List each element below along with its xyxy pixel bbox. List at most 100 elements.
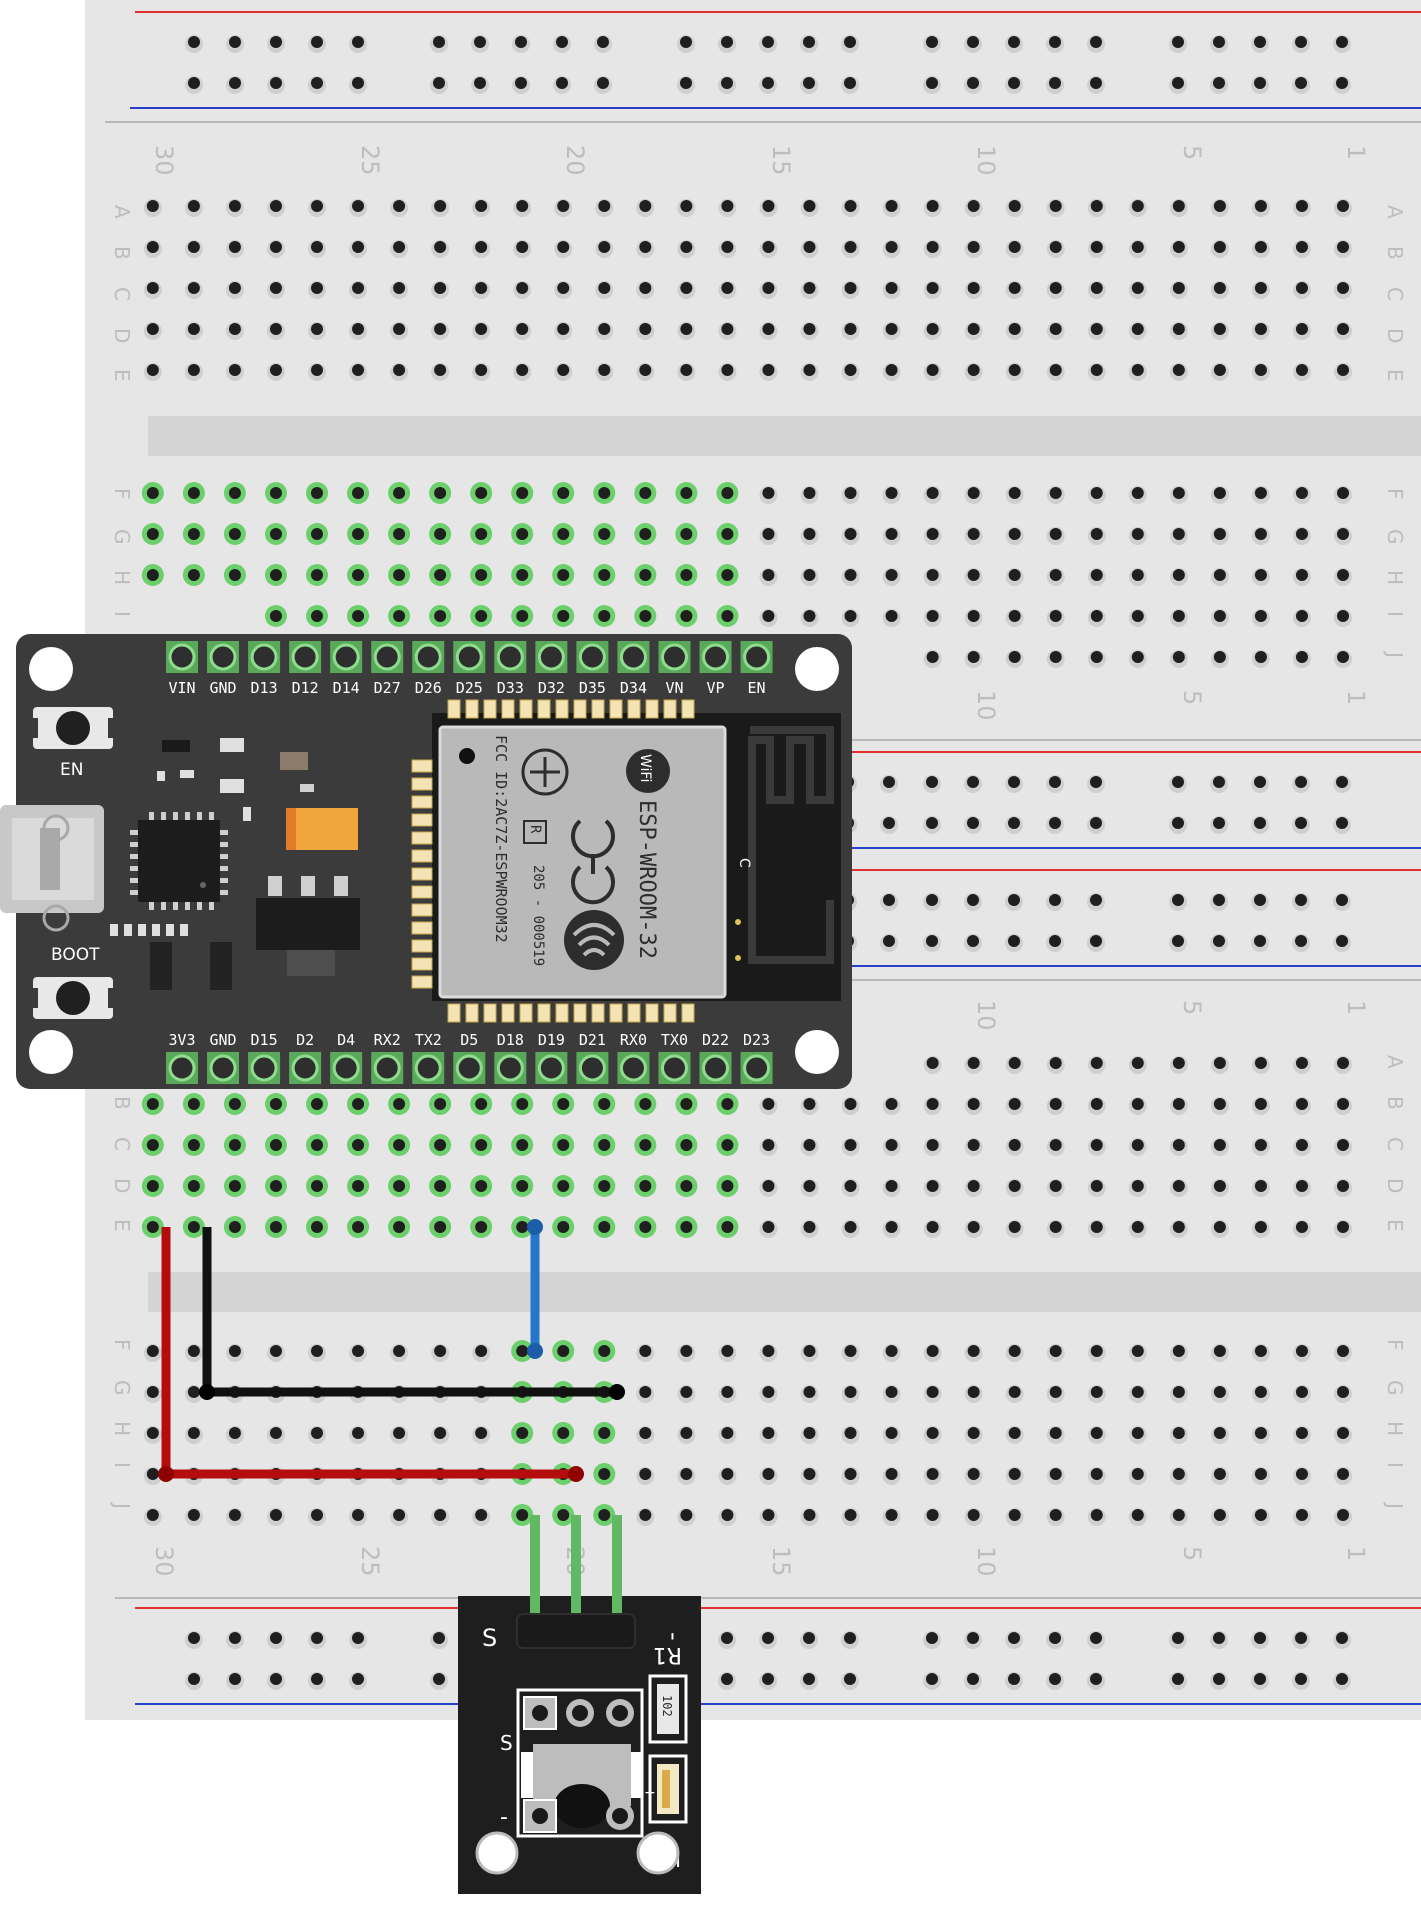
rail-hole[interactable] — [1169, 934, 1187, 952]
rail-hole[interactable] — [1292, 76, 1310, 94]
hole-lower-a-e[interactable] — [429, 1175, 452, 1197]
hole-lower-a-e[interactable] — [141, 1134, 164, 1156]
hole-lower-f-j[interactable] — [1210, 1508, 1229, 1526]
hole-upper-a-e[interactable] — [718, 281, 737, 299]
hole-upper-a-e[interactable] — [225, 199, 244, 217]
hole-lower-a-e[interactable] — [347, 1093, 370, 1115]
hole-upper-a-e[interactable] — [1292, 281, 1311, 299]
hole-lower-a-e[interactable] — [634, 1216, 657, 1238]
hole-upper-f-j[interactable] — [593, 605, 616, 627]
hole-upper-f-j[interactable] — [511, 605, 534, 627]
hole-lower-f-j[interactable] — [266, 1426, 285, 1444]
hole-upper-f-j[interactable] — [306, 482, 328, 504]
hole-upper-a-e[interactable] — [1210, 240, 1229, 258]
hole-upper-a-e[interactable] — [1087, 199, 1106, 217]
hole-upper-f-j[interactable] — [923, 568, 942, 586]
hole-lower-a-e[interactable] — [1334, 1097, 1352, 1115]
hole-lower-f-j[interactable] — [1005, 1385, 1024, 1403]
hole-upper-f-j[interactable] — [1169, 568, 1188, 586]
rail-hole[interactable] — [964, 816, 982, 834]
rail-hole[interactable] — [1210, 1631, 1228, 1649]
hole-upper-f-j[interactable] — [675, 605, 698, 627]
hole-lower-f-j[interactable] — [225, 1426, 244, 1444]
hole-upper-f-j[interactable] — [141, 564, 164, 586]
hole-upper-f-j[interactable] — [552, 482, 575, 504]
hole-upper-f-j[interactable] — [1210, 568, 1229, 586]
header-pin[interactable] — [166, 641, 198, 673]
hole-lower-f-j[interactable] — [266, 1344, 285, 1362]
hole-lower-f-j[interactable] — [1087, 1467, 1106, 1485]
hole-upper-a-e[interactable] — [1251, 363, 1270, 381]
hole-upper-a-e[interactable] — [759, 199, 778, 217]
hole-lower-a-e[interactable] — [141, 1093, 164, 1115]
hole-upper-f-j[interactable] — [388, 605, 411, 627]
hole-lower-f-j[interactable] — [472, 1508, 491, 1526]
hole-upper-a-e[interactable] — [677, 240, 696, 258]
hole-upper-f-j[interactable] — [1334, 527, 1352, 545]
hole-lower-a-e[interactable] — [759, 1097, 778, 1115]
rail-hole[interactable] — [349, 1631, 367, 1649]
hole-upper-a-e[interactable] — [143, 240, 162, 258]
hole-upper-f-j[interactable] — [593, 564, 616, 586]
hole-lower-f-j[interactable] — [1046, 1467, 1065, 1485]
hole-lower-a-e[interactable] — [1005, 1220, 1024, 1238]
hole-lower-f-j[interactable] — [1251, 1508, 1270, 1526]
hole-lower-a-e[interactable] — [964, 1220, 983, 1238]
hole-upper-a-e[interactable] — [841, 281, 860, 299]
hole-lower-a-e[interactable] — [264, 1134, 287, 1156]
hole-lower-f-j[interactable] — [923, 1508, 942, 1526]
hole-upper-a-e[interactable] — [184, 363, 203, 381]
rail-hole[interactable] — [471, 35, 489, 53]
hole-lower-a-e[interactable] — [675, 1216, 698, 1238]
hole-lower-a-e[interactable] — [1005, 1138, 1024, 1156]
hole-upper-f-j[interactable] — [1005, 650, 1024, 668]
hole-lower-a-e[interactable] — [841, 1097, 860, 1115]
hole-lower-a-e[interactable] — [1292, 1220, 1311, 1238]
hole-lower-a-e[interactable] — [923, 1138, 942, 1156]
hole-upper-a-e[interactable] — [1169, 199, 1188, 217]
rail-hole[interactable] — [923, 1672, 941, 1690]
hole-lower-f-j[interactable] — [841, 1467, 860, 1485]
rail-hole[interactable] — [841, 35, 859, 53]
hole-lower-f-j[interactable] — [143, 1508, 162, 1526]
rail-hole[interactable] — [308, 1631, 326, 1649]
hole-upper-a-e[interactable] — [841, 322, 860, 340]
hole-upper-f-j[interactable] — [1087, 609, 1106, 627]
rail-hole[interactable] — [1087, 934, 1105, 952]
hole-lower-f-j[interactable] — [308, 1508, 326, 1526]
hole-upper-a-e[interactable] — [513, 322, 532, 340]
hole-upper-a-e[interactable] — [718, 363, 737, 381]
hole-upper-f-j[interactable] — [182, 482, 205, 504]
rail-hole[interactable] — [1169, 1631, 1187, 1649]
hole-upper-a-e[interactable] — [923, 240, 942, 258]
hole-upper-a-e[interactable] — [1005, 240, 1024, 258]
hole-lower-f-j[interactable] — [1046, 1344, 1065, 1362]
hole-upper-a-e[interactable] — [349, 240, 368, 258]
hole-upper-a-e[interactable] — [308, 322, 326, 340]
rail-hole[interactable] — [923, 775, 941, 793]
hole-lower-a-e[interactable] — [511, 1216, 534, 1238]
hole-upper-a-e[interactable] — [143, 322, 162, 340]
hole-upper-a-e[interactable] — [882, 281, 901, 299]
rail-hole[interactable] — [1046, 1631, 1064, 1649]
rail-hole[interactable] — [1005, 775, 1023, 793]
rail-hole[interactable] — [880, 893, 898, 911]
hole-upper-a-e[interactable] — [554, 281, 573, 299]
rail-hole[interactable] — [349, 35, 367, 53]
hole-upper-f-j[interactable] — [1334, 609, 1352, 627]
hole-upper-f-j[interactable] — [470, 605, 493, 627]
hole-upper-f-j[interactable] — [347, 482, 370, 504]
hole-lower-a-e[interactable] — [1046, 1097, 1065, 1115]
hole-upper-a-e[interactable] — [841, 363, 860, 381]
hole-upper-f-j[interactable] — [716, 564, 739, 586]
hole-upper-a-e[interactable] — [636, 363, 655, 381]
hole-upper-a-e[interactable] — [431, 363, 450, 381]
hole-upper-a-e[interactable] — [800, 240, 819, 258]
hole-upper-a-e[interactable] — [595, 281, 614, 299]
hole-upper-f-j[interactable] — [1334, 568, 1352, 586]
hole-lower-f-j[interactable] — [1128, 1344, 1147, 1362]
hole-upper-a-e[interactable] — [513, 240, 532, 258]
hole-lower-a-e[interactable] — [593, 1216, 616, 1238]
header-pin[interactable] — [658, 1052, 691, 1084]
hole-lower-f-j[interactable] — [1210, 1385, 1229, 1403]
